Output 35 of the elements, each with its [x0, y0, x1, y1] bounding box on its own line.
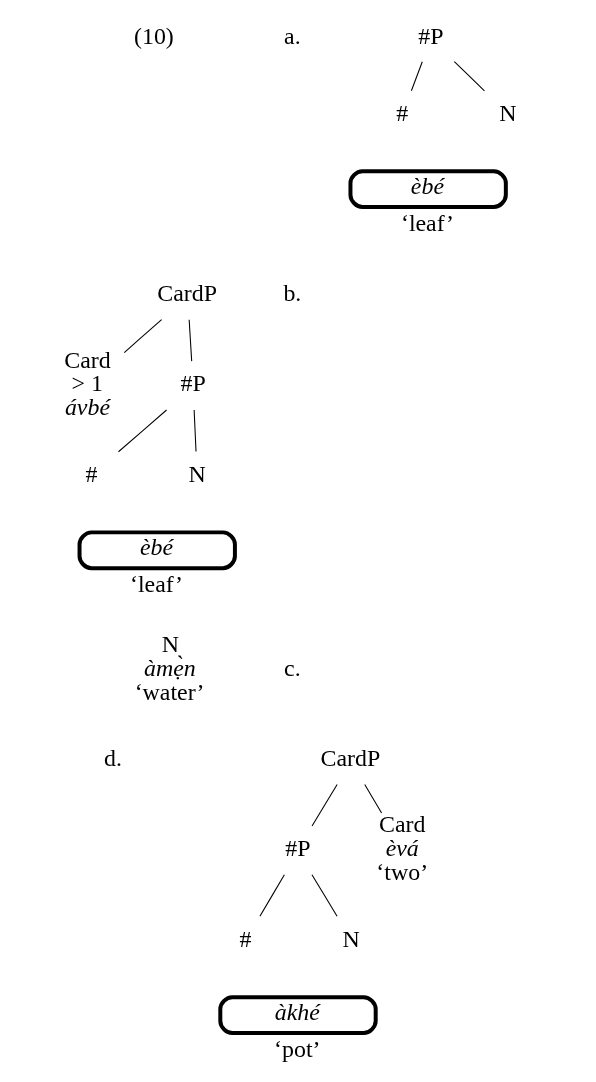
label: ‘leaf’ — [130, 571, 184, 597]
node-text: Card > 1 ávbé — [64, 346, 111, 421]
node-text: Card èvá ‘two’ — [376, 811, 429, 886]
node-text: # — [396, 99, 409, 126]
connector — [453, 61, 485, 92]
node-text: #P — [418, 22, 444, 49]
label: b. — [283, 280, 302, 307]
node-text: N — [342, 925, 360, 952]
label: (10) — [133, 22, 174, 49]
connector — [410, 61, 423, 92]
node-text: CardP — [320, 744, 381, 771]
label: d. — [104, 744, 123, 771]
connector — [259, 874, 285, 917]
node-text: N — [188, 460, 206, 487]
connector — [117, 409, 168, 453]
label: ‘pot’ — [274, 1035, 321, 1062]
label: èbé — [410, 172, 445, 199]
label: a. — [284, 22, 301, 49]
node-text: #P — [180, 370, 206, 397]
label: èbé — [139, 533, 174, 560]
node-text: # — [239, 925, 252, 952]
node-text: N — [499, 99, 517, 126]
label: àmẹ̀n — [143, 654, 196, 681]
connector — [311, 783, 338, 827]
node-text: # — [85, 460, 98, 487]
label: ‘leaf’ — [400, 209, 454, 236]
connector — [188, 319, 193, 362]
label: àkhé — [274, 998, 320, 1025]
connector — [123, 319, 163, 354]
label: c. — [284, 654, 301, 681]
node-text: #P — [285, 835, 311, 862]
connector — [364, 783, 383, 814]
connector — [193, 409, 197, 452]
node-text: CardP — [157, 280, 217, 307]
connector — [311, 874, 338, 917]
